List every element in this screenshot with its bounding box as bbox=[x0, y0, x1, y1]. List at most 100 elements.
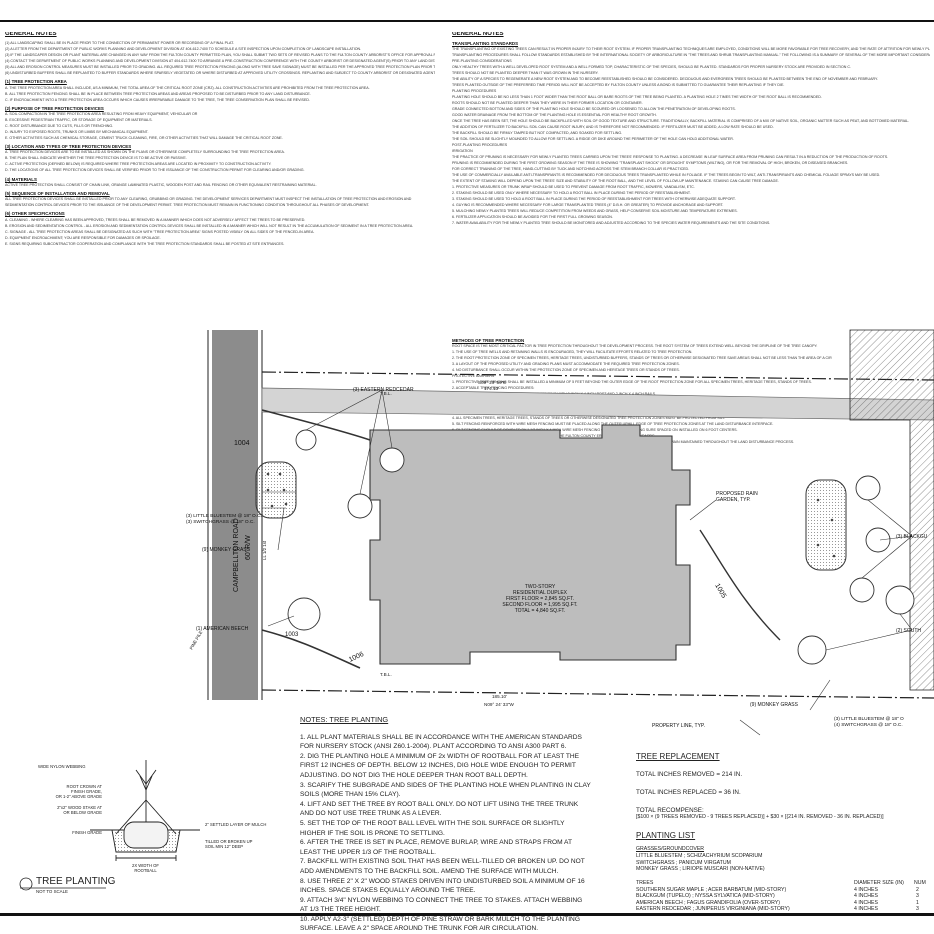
little-bluestem-left-label: (3) LITTLE BLUESTEM @ 18" O.C. bbox=[186, 513, 262, 519]
detail-label-root-crown: ROOT CROWN AT FINISH GRADE, OR 1-2" ABOV… bbox=[40, 784, 102, 799]
switchgrass-right-label: (4) SWITCHGRASS @ 18" O.C. bbox=[834, 722, 903, 728]
transplanting-note-line: PLANTING PROCEDURES bbox=[452, 89, 497, 94]
transplanting-note-line: PRE-PLANTING CONSIDERATIONS bbox=[452, 59, 512, 64]
general-notes-right-title: GENERAL NOTES bbox=[452, 32, 504, 37]
tree-planting-note-line: 4. LIFT AND SET THE TREE BY ROOT BALL ON… bbox=[300, 800, 579, 808]
general-note-section-line: D. THE LOCATIONS OF ALL TREE PROTECTION … bbox=[5, 168, 305, 173]
tree-planting-note-line: 10. APPLY A2-3" (SETTLED) DEPTH OF PINE … bbox=[300, 915, 580, 923]
contour-1006 bbox=[261, 629, 361, 669]
transplanting-note-line: ROOTS SHOULD NOT BE PLANTED DEEPER THAN … bbox=[452, 101, 643, 106]
transplanting-note-line: TRANSPLANTING PROCEDURES SHALL FOLLOW ST… bbox=[452, 53, 930, 58]
tree-planting-notes: NOTES: TREE PLANTING 1. ALL PLANT MATERI… bbox=[300, 715, 620, 934]
root-crown-line-2: FINISH GRADE, bbox=[71, 789, 102, 794]
transplanting-note-line: GOOD WATER DRAINAGE FROM THE BOTTOM OF T… bbox=[452, 113, 657, 118]
tree-planting-detail bbox=[90, 760, 200, 861]
grass-dot bbox=[266, 472, 270, 476]
trees-table: TREES DIAMETER SIZE (IN) NUM SOUTHERN SU… bbox=[636, 880, 934, 913]
general-note-section-line: SEDIMENTATION CONTROL DEVICES PRIOR TO T… bbox=[5, 203, 370, 208]
general-notes-left-title: GENERAL NOTES bbox=[5, 32, 57, 37]
tree-planting-note-line: 9. ATTACH 3/4" NYLON WEBBING TO CONNECT … bbox=[300, 896, 583, 904]
tree-num: 1 bbox=[916, 899, 919, 906]
transplanting-note-line: 1. PROTECTIVE MEASURES OR TRUNK WRAP SHO… bbox=[452, 185, 695, 190]
tree-planting-note-line: FOR NURSERY STOCK (ANSI Z60.1-2004). PLA… bbox=[300, 743, 567, 751]
tree-southern-maple-2 bbox=[797, 635, 827, 665]
contour-label-1005: 1005 bbox=[713, 583, 727, 600]
transplanting-note-line: 7. WATER AVAILABILITY FOR THE NEWLY PLAN… bbox=[452, 221, 771, 226]
general-note-section-heading: (1) TREE PROTECTION AREA bbox=[5, 79, 67, 85]
tree-blackgum-1 bbox=[855, 475, 881, 501]
general-note-section-line: C. ROOT DISTURBANCE DUE TO CUTS, FILLS O… bbox=[5, 124, 114, 129]
tree-planting-note-line: 7. BACKFILL WITH EXISTING SOIL THAT HAS … bbox=[300, 858, 585, 866]
building-total: TOTAL = 4,840 SQ.FT. bbox=[515, 608, 566, 614]
general-note-section-line: ACTIVE TREE PROTECTION SHALL CONSIST OF … bbox=[5, 182, 317, 187]
diameter-heading: DIAMETER SIZE (IN) bbox=[854, 880, 904, 886]
transplanting-note-line: THE TRANSPLANTING OF EXISTING TREES CAN … bbox=[452, 47, 930, 52]
transplanting-note-line: TREES PLANTED OUTSIDE OF THE PREFERRED T… bbox=[452, 83, 785, 88]
contour-label-1006: 1006 bbox=[348, 651, 365, 664]
general-note-section-line: D. INJURY TO EXPOSED ROOTS, TRUNKS OR LI… bbox=[5, 130, 149, 135]
tree-planting-note-line: ADJUSTING. DO NOT DIG THE HOLE DEEPER TH… bbox=[300, 771, 528, 779]
grasses-heading: GRASSES/GROUNDCOVER bbox=[636, 846, 705, 852]
general-note-section-heading: (5) SEQUENCE OF INSTALLATION AND REMOVAL bbox=[5, 191, 110, 197]
tree-num: 3 bbox=[916, 906, 919, 913]
tree-planting-note-line: SOILS (MORE THAN 15% CLAY). bbox=[300, 791, 401, 799]
trees-heading: TREES bbox=[636, 880, 654, 886]
transplanting-note-line: FOR CORRECT TRAINING OF THE TREE, HAND-C… bbox=[452, 167, 690, 172]
road-name-label: CAMPBELLTON ROAD bbox=[233, 518, 240, 592]
general-note-section-line: A. TREE PROTECTION DEVICES ARE TO BE INS… bbox=[5, 150, 285, 155]
contour-label-1003: 1003 bbox=[285, 632, 299, 638]
total-replaced: TOTAL INCHES REPLACED = 36 IN. bbox=[636, 789, 741, 796]
tree-symbols bbox=[287, 429, 915, 665]
building-floor-2: SECOND FLOOR = 1,995 SQ.FT. bbox=[502, 602, 577, 608]
general-notes-left: GENERAL NOTES (1) ALL LANDSCAPING SHALL … bbox=[5, 32, 435, 352]
grass-dot bbox=[278, 472, 282, 476]
tree-planting-note-line: 6. AFTER THE TREE IS SET IN PLACE, REMOV… bbox=[300, 839, 572, 847]
tree-planting-note-line: AND DO NOT USE TREE TRUNK AS A LEVER. bbox=[300, 810, 442, 818]
general-note-paragraph: (3) IF THE LANDSCAPER DESIGN OR PLANT MA… bbox=[5, 53, 435, 58]
general-note-paragraph: (1) ALL LANDSCAPING SHALL BE IN PLACE PR… bbox=[5, 41, 234, 46]
tree-eastern-redcedar-2 bbox=[379, 447, 405, 473]
tbl-label-1: T.B.L. bbox=[380, 391, 392, 396]
american-beech-label: (1) AMERICAN BEECH bbox=[196, 626, 249, 632]
transplanting-note-line: ONLY HEALTHY TREES WITH A WELL DEVELOPED… bbox=[452, 65, 851, 70]
tree-planting-note-line: 2. DIG THE PLANTING HOLE A MINIMUM OF 2x… bbox=[300, 752, 580, 760]
grass-dot bbox=[830, 518, 834, 522]
width-line-1: 2X WIDTH OF bbox=[132, 863, 159, 868]
tree-blackgum-3 bbox=[849, 577, 875, 603]
general-note-paragraph: (4) CONTACT THE DEPARTMENT OF PUBLIC WOR… bbox=[5, 59, 435, 64]
campbellton-road bbox=[212, 330, 258, 700]
grass-dot bbox=[284, 502, 288, 506]
methods-note-line: 1. PROTECTIVE TREE FENCING SHALL BE INST… bbox=[452, 380, 812, 385]
contour-label-1004: 1004 bbox=[234, 440, 250, 447]
little-bluestem-right-label: (3) LITTLE BLUESTEM @ 18" O bbox=[834, 716, 904, 722]
eastern-redcedar-label: (3) EASTERN REDCEDAR bbox=[353, 387, 414, 393]
land-lot-label: LL 1/2 1st bbox=[262, 540, 267, 560]
tree-planting-note-line: INCHES. SPACE STAKES EQUALLY AROUND THE … bbox=[300, 887, 476, 895]
tree-planting-scale: NOT TO SCALE bbox=[36, 889, 68, 894]
detail-symbol bbox=[19, 877, 33, 891]
recompense-title: TOTAL RECOMPENSE: bbox=[636, 807, 704, 814]
methods-note-line: 6. SILT FENCING SHOULD BE DOUBLED BY 1 1… bbox=[452, 428, 738, 433]
tree-planting-notes-items: 1. ALL PLANT MATERIALS SHALL BE IN ACCOR… bbox=[300, 733, 620, 934]
recompense-formula: [$100 × (9 TREES REMOVED - 9 TREES REPLA… bbox=[636, 814, 884, 820]
tree-name: BLACKGUM (TUPELO) ; NYSSA SYLVATICA (MID… bbox=[636, 893, 775, 900]
total-removed: TOTAL INCHES REMOVED = 214 IN. bbox=[636, 771, 743, 778]
general-note-paragraph: (6) UNDISTURBED BUFFERS SHALL BE REPLANT… bbox=[5, 71, 435, 76]
tree-planting-notes-title: NOTES: TREE PLANTING bbox=[300, 715, 389, 724]
methods-note-line: 3. A LAYOUT OF THE PROPOSED UTILITY AND … bbox=[452, 362, 680, 367]
stake-line-2: OR BELOW GRADE bbox=[63, 810, 102, 815]
tree-planting-note-line: 5. SET THE TOP OF THE ROOT BALL LEVEL WI… bbox=[300, 819, 565, 827]
transplanting-note-line: PLANTING HOLE SHOULD BE NO LESS THAN 1 F… bbox=[452, 95, 822, 100]
tree-planting-note-line: HIGHER IF THE SOIL IS PRONE TO SETTLING. bbox=[300, 829, 445, 837]
grass-dot bbox=[266, 488, 270, 492]
grass-item: SWITCHGRASS ; PANICUM VIRGATUM bbox=[636, 859, 731, 866]
transplanting-note-line: GRADE CONNECTED BOTTOM AND SIDES OF THE … bbox=[452, 107, 736, 112]
pine-pile-label: PINE PILE bbox=[189, 630, 204, 651]
proposed-rain-label-1: PROPOSED RAIN bbox=[716, 491, 758, 497]
grass-item: MONKEY GRASS ; LIRIOPE MUSCARI (NON-NATI… bbox=[636, 866, 765, 873]
detail-label-tilled: TILLED OR BROKEN UP SOIL MIN 12" DEEP bbox=[205, 839, 252, 849]
tree-size: 4 INCHES bbox=[854, 893, 878, 900]
general-notes-left-paragraphs: (1) ALL LANDSCAPING SHALL BE IN PLACE PR… bbox=[5, 41, 435, 76]
tree-planting-note-line: 1. ALL PLANT MATERIALS SHALL BE IN ACCOR… bbox=[300, 733, 582, 741]
